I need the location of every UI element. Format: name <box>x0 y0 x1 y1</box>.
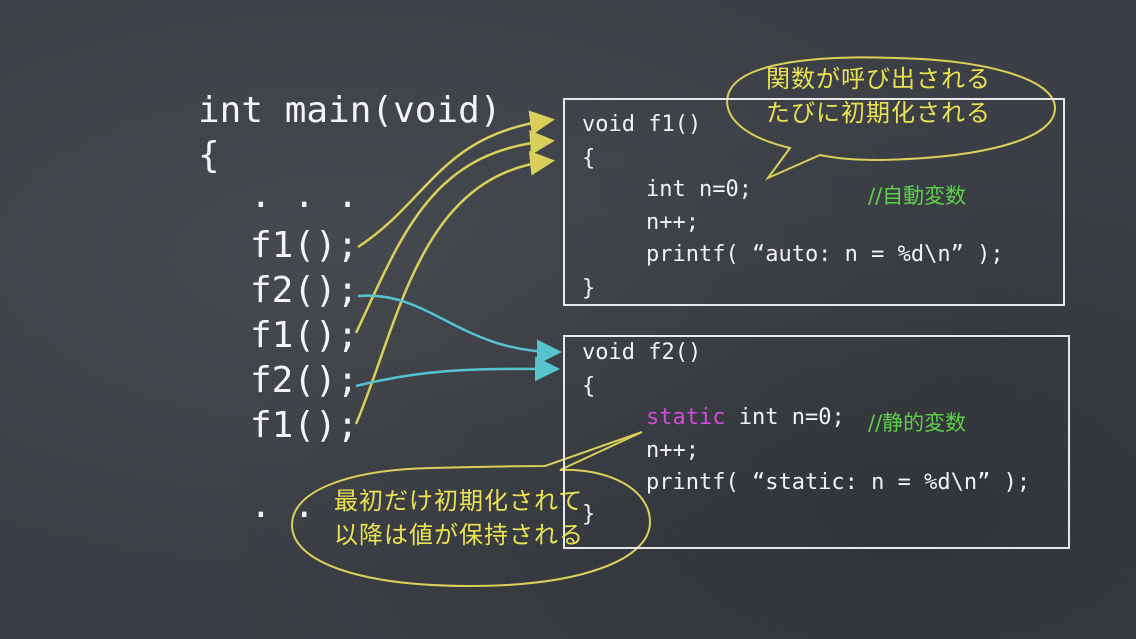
main-ellipsis-bottom: . . <box>250 485 316 526</box>
arrow-f2-call-2 <box>355 356 560 388</box>
function-f2-box <box>563 335 1070 549</box>
callout-bottom-line-1: 最初だけ初期化されて <box>334 487 584 515</box>
function-f1-box <box>563 98 1065 306</box>
arrow-f2-call-1 <box>357 294 562 365</box>
f2-declare-rest: int n=0; <box>725 405 845 430</box>
f2-line-declare: static int n=0; <box>646 405 845 430</box>
arrow-f1-call-1 <box>357 110 555 249</box>
f1-line-printf: printf( “auto: n = %d\n” ); <box>646 242 1004 267</box>
callout-top-text: 関数が呼び出されるたびに初期化される <box>766 62 991 130</box>
callout-top-line-1: 関数が呼び出される <box>766 65 991 93</box>
f1-comment: //自動変数 <box>868 184 967 208</box>
main-call-f2-1: f2(); <box>250 270 359 311</box>
f1-line-declare: int n=0; <box>646 177 752 202</box>
f2-comment: //静的変数 <box>868 411 967 435</box>
main-signature: int main(void) <box>198 90 502 131</box>
callout-top-line-2: たびに初期化される <box>766 99 991 127</box>
arrow-f1-call-2 <box>354 130 555 334</box>
main-open-brace: { <box>198 135 220 176</box>
f2-line-printf: printf( “static: n = %d\n” ); <box>646 470 1031 495</box>
callout-bottom-text: 最初だけ初期化されて以降は値が保持される <box>334 484 584 552</box>
f2-header: void f2() <box>582 340 702 365</box>
callout-bubble-bottom <box>290 431 652 588</box>
f1-line-increment: n++; <box>646 210 699 235</box>
main-call-f2-2: f2(); <box>250 360 359 401</box>
main-call-f1-2: f1(); <box>250 315 359 356</box>
f1-close-brace: } <box>582 276 596 301</box>
f2-line-increment: n++; <box>646 438 699 463</box>
f1-open-brace: { <box>582 146 596 171</box>
callout-bottom-line-2: 以降は値が保持される <box>334 521 584 549</box>
f1-header: void f1() <box>582 112 702 137</box>
f2-open-brace: { <box>582 374 596 399</box>
arrow-f1-call-3 <box>354 150 555 425</box>
static-keyword: static <box>646 405 726 430</box>
main-call-f1-3: f1(); <box>250 405 359 446</box>
f2-close-brace: } <box>582 502 596 527</box>
callout-bubble-top <box>726 56 1057 181</box>
main-ellipsis-top: . . . <box>250 175 359 216</box>
main-call-f1-1: f1(); <box>250 225 359 266</box>
